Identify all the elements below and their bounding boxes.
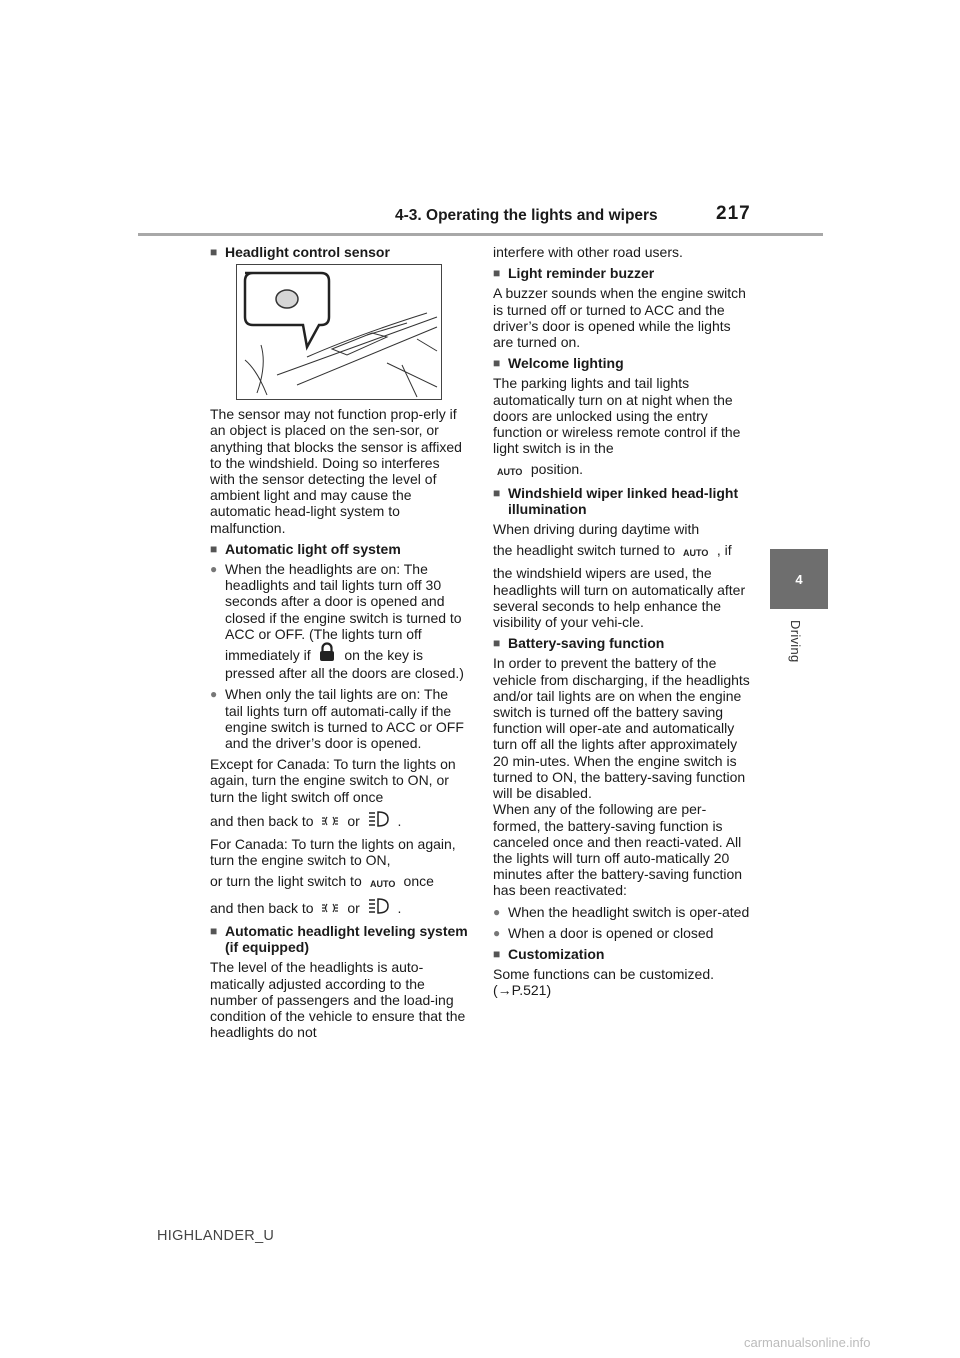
customization-paragraph: Some functions can be customized. [493,966,715,983]
parking-lights-icon [321,814,339,831]
watermark: carmanualsonline.info [744,1335,871,1350]
battery-paragraph: In order to prevent the battery of the v… [493,655,750,802]
canada-paragraph: For Canada: To turn the lights on again,… [210,836,456,869]
heading-wiper-linked: Windshield wiper linked head-light illum… [493,485,751,517]
chapter-label: Driving [788,620,803,663]
heading-customization: Customization [493,946,751,962]
bullet-door-opened: When a door is opened or closed [493,925,751,941]
back-to-line-2: and then back to or . [210,897,468,918]
windshield-sensor-image [243,271,438,398]
svg-text:AUTO: AUTO [497,467,522,476]
heading-auto-leveling: Automatic headlight leveling system (if … [210,923,468,955]
section-title: 4-3. Operating the lights and wipers [395,207,658,224]
bullet-switch-operated: When the headlight switch is oper-ated [493,904,751,920]
right-column: interfere with other road users. Light r… [493,244,751,1004]
auto-icon: AUTO [683,544,709,560]
leveling-paragraph: The level of the headlights is auto-mati… [210,959,466,1041]
sensor-paragraph: The sensor may not function prop-erly if… [210,406,462,536]
except-canada-paragraph: Except for Canada: To turn the lights on… [210,756,456,805]
page-reference[interactable]: (→P.521) [493,982,552,999]
heading-auto-light-off: Automatic light off system [210,541,468,557]
sensor-illustration [236,264,442,401]
wiper-paragraph: the windshield wipers are used, the head… [493,565,746,631]
auto-icon: AUTO [497,463,523,479]
chapter-number: 4 [795,571,803,587]
heading-welcome-lighting: Welcome lighting [493,355,751,371]
chapter-tab[interactable]: 4 [770,549,828,609]
heading-battery-saving: Battery-saving function [493,635,751,651]
lock-icon [318,642,336,665]
page-number: 217 [716,203,751,224]
parking-lights-icon [321,901,339,918]
arrow-icon: → [497,982,512,999]
welcome-paragraph: The parking lights and tail lights autom… [493,375,741,457]
footer-model: HIGHLANDER_U [157,1228,275,1244]
bullet-headlights-on: When the headlights are on: The headligh… [210,561,468,681]
switch-auto-line: the headlight switch turned to AUTO , if [493,542,751,560]
back-to-line: and then back to or . [210,810,468,831]
buzzer-paragraph: A buzzer sounds when the engine switch i… [493,285,746,351]
auto-position-line: AUTO position. [493,461,751,479]
continued-paragraph: interfere with other road users. [493,244,683,260]
header-rule [138,233,823,236]
left-column: Headlight control sensor The sensor may … [210,244,468,1045]
svg-text:AUTO: AUTO [370,879,395,888]
auto-icon: AUTO [370,875,396,891]
daytime-line: When driving during daytime with [493,521,700,538]
light-switch-auto-line: or turn the light switch to AUTO once [210,873,468,891]
heading-light-reminder: Light reminder buzzer [493,265,751,281]
heading-headlight-sensor: Headlight control sensor [210,244,468,260]
svg-text:AUTO: AUTO [683,548,708,557]
bullet-tail-lights-on: When only the tail lights are on: The ta… [210,686,468,751]
headlight-icon [368,810,390,831]
battery-cancel-paragraph: When any of the following are per-formed… [493,801,743,899]
headlight-icon [368,897,390,918]
